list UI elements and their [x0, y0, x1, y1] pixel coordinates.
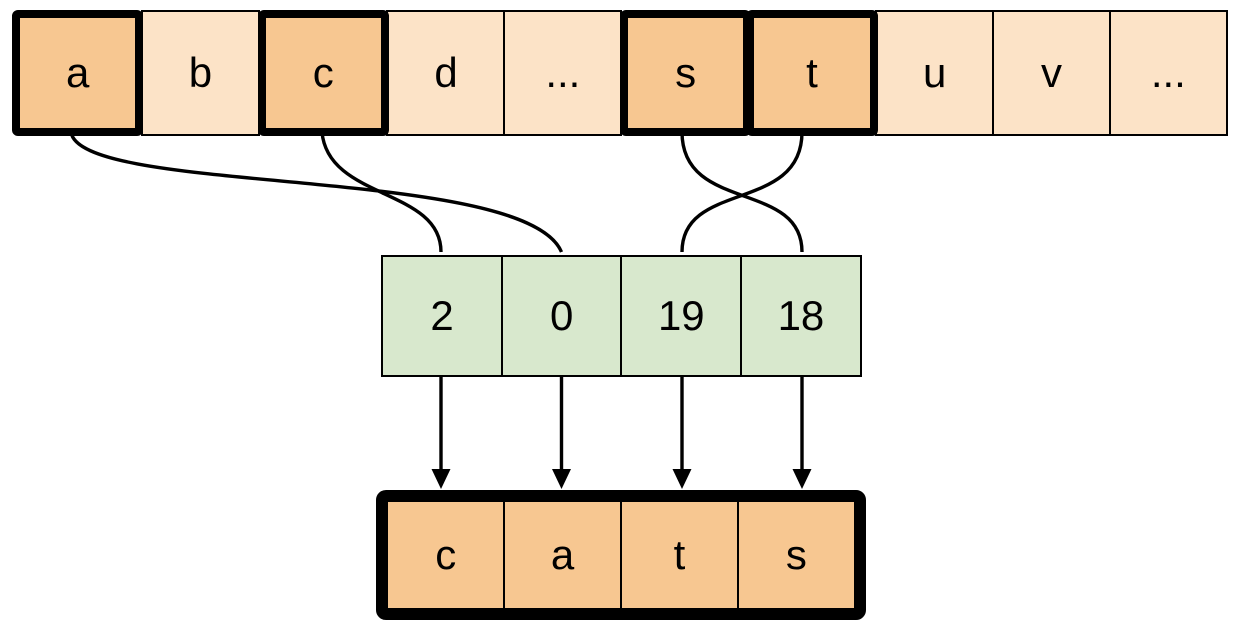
output-cell-3: s — [736, 500, 856, 610]
arrowhead-0-to-a — [552, 469, 571, 489]
alphabet-cell-ellipsis-1: ... — [503, 10, 623, 136]
index-cell-1: 0 — [500, 255, 623, 377]
alphabet-cell-d: d — [386, 10, 506, 136]
arrowhead-19-to-t — [672, 469, 692, 489]
arrowhead-2-to-c — [431, 469, 451, 489]
index-cell-2: 19 — [620, 255, 743, 377]
output-cell-1: a — [502, 500, 623, 610]
alphabet-cell-a: a — [12, 10, 144, 136]
alphabet-cell-v: v — [991, 10, 1112, 136]
alphabet-cell-ellipsis-2: ... — [1108, 10, 1228, 136]
curve-s-to-18 — [680, 131, 804, 253]
alphabet-cell-b: b — [140, 10, 261, 136]
arrowhead-18-to-s — [792, 469, 812, 489]
alphabet-cell-t: t — [746, 10, 878, 136]
curve-a-to-0 — [69, 131, 564, 253]
index-row: 2 0 19 18 — [381, 255, 862, 377]
curve-c-to-2 — [320, 131, 443, 253]
alphabet-cell-s: s — [619, 10, 752, 136]
output-cell-0: c — [386, 500, 506, 610]
index-cell-0: 2 — [381, 255, 504, 377]
alphabet-cell-c: c — [257, 10, 389, 136]
output-cell-2: t — [619, 500, 740, 610]
alphabet-cell-u: u — [875, 10, 995, 136]
alphabet-row: a b c d ... s t u v ... — [12, 10, 1228, 136]
curve-t-to-19 — [680, 131, 804, 253]
index-cell-3: 18 — [739, 255, 862, 377]
output-word-group: c a t s — [376, 490, 866, 620]
